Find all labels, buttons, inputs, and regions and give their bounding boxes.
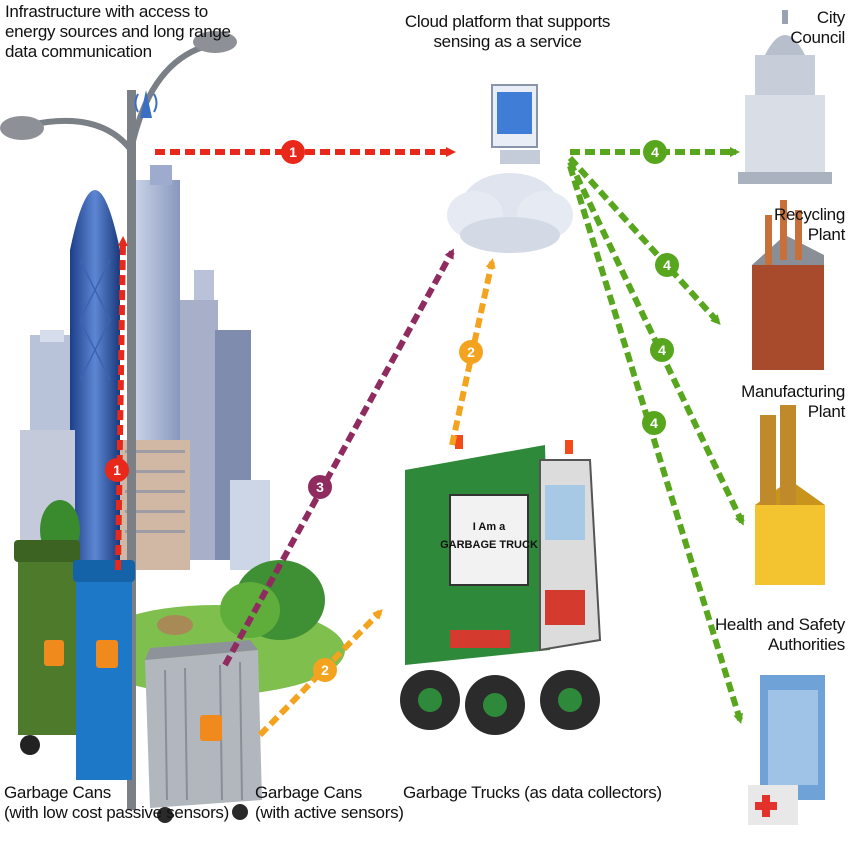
label-line: Garbage Cans — [255, 783, 362, 802]
label-line: Infrastructure with access to — [5, 2, 208, 21]
step-badge-3: 3 — [308, 475, 332, 499]
garbage-cans-active-label: Garbage Cans (with active sensors) — [255, 783, 415, 823]
label-line: Plant — [807, 402, 846, 421]
garbage-cans-passive-label: Garbage Cans (with low cost passive sens… — [4, 783, 249, 823]
step-badge-1-lamp: 1 — [105, 458, 129, 482]
label-line: Recycling — [774, 205, 845, 224]
label-line: data communication — [5, 42, 152, 61]
city-council-label: City Council — [760, 8, 845, 48]
street-lamp — [0, 31, 237, 810]
label-line: Plant — [807, 225, 846, 244]
hospital-building — [748, 675, 825, 825]
manufacturing-plant-building — [755, 405, 825, 585]
antenna-wifi-icon — [134, 93, 158, 113]
garbage-truck: I Am a GARBAGE TRUCK — [400, 435, 602, 735]
label-line: (with active sensors) — [255, 803, 404, 822]
step-number: 4 — [658, 342, 666, 358]
label-line: Council — [790, 28, 845, 47]
cloud-platform-label: Cloud platform that supports sensing as … — [400, 12, 615, 52]
step-number: 1 — [113, 462, 121, 478]
step-number: 2 — [467, 344, 475, 360]
label-line: Garbage Cans — [4, 783, 111, 802]
truck-sign-line2: GARBAGE TRUCK — [440, 539, 538, 551]
garbage-can-green — [14, 540, 80, 755]
label-line: (with low cost passive sensors) — [4, 803, 229, 822]
label-line: Manufacturing — [741, 382, 845, 401]
recycling-plant-label: Recycling Plant — [740, 205, 845, 245]
arrow-step-2-bin-to-truck — [257, 609, 383, 738]
step-badge-4-council: 4 — [643, 140, 667, 164]
infrastructure-label: Infrastructure with access to energy sou… — [5, 2, 235, 62]
step-number: 2 — [321, 662, 329, 678]
garbage-trucks-label: Garbage Trucks (as data collectors) — [403, 783, 662, 802]
step-number: 1 — [289, 144, 297, 160]
step-badge-4-recycling: 4 — [655, 253, 679, 277]
health-safety-label: Health and Safety Authorities — [690, 615, 845, 655]
label-line: sensing as a service — [433, 32, 582, 51]
step-badge-2-bin: 2 — [313, 658, 337, 682]
garbage-bin-grey — [145, 640, 262, 823]
arrow-step-1-vertical — [115, 236, 128, 571]
arrow-step-3-bin-to-cloud — [222, 248, 455, 667]
city-council-building — [738, 10, 832, 184]
label-line: City — [816, 8, 845, 27]
step-badge-4-manufacturing: 4 — [650, 338, 674, 362]
label-line: Authorities — [767, 635, 845, 654]
label-line: Health and Safety — [714, 615, 845, 634]
step-number: 4 — [650, 415, 658, 431]
step-number: 4 — [663, 257, 671, 273]
truck-sign-line1: I Am a — [473, 521, 506, 533]
label-line: energy sources and long range — [5, 22, 231, 41]
step-badge-4-health: 4 — [642, 411, 666, 435]
label-line: Cloud platform that supports — [404, 12, 611, 31]
step-badge-1-top: 1 — [281, 140, 305, 164]
cloud-platform-icon — [447, 84, 573, 253]
step-number: 4 — [651, 144, 659, 160]
manufacturing-plant-label: Manufacturing Plant — [720, 382, 845, 422]
recycling-plant-building — [752, 200, 824, 370]
garbage-can-blue — [73, 560, 135, 780]
step-number: 3 — [316, 479, 324, 495]
step-badge-2-truck: 2 — [459, 340, 483, 364]
